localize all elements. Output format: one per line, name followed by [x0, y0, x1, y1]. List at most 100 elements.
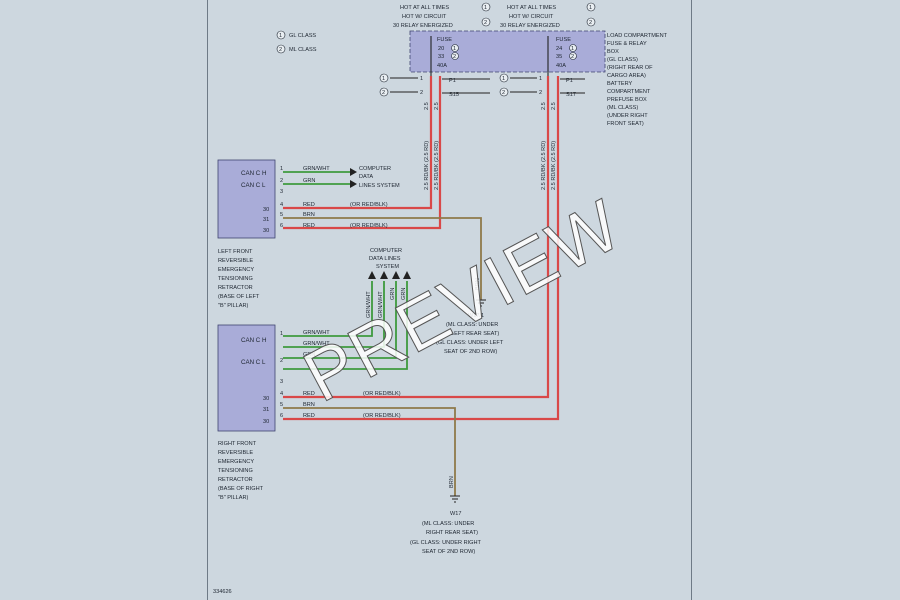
right-desc-5: (BASE OF RIGHT — [218, 486, 264, 492]
left-ground-wire-label: BRN — [475, 278, 481, 290]
legend: 1 GL CLASS 2 ML CLASS — [276, 30, 317, 54]
ground-icon-w171 — [476, 299, 486, 307]
left-desc-4: RETRACTOR — [218, 285, 253, 291]
left-retractor-module — [217, 159, 276, 239]
cdl-mid-line2: DATA LINES — [369, 256, 401, 262]
right-pin-5: 5 — [280, 402, 283, 408]
conn-right-marker-2 — [499, 87, 509, 97]
wire-right-feed-outer — [283, 76, 550, 399]
left-wire-4-color: RED — [303, 202, 315, 208]
fuse-left-marker-2-num: 2 — [453, 54, 456, 60]
wire-left-feed-inner — [283, 76, 442, 230]
legend-marker-1-num: 1 — [279, 33, 282, 39]
right-pin-4: 4 — [280, 391, 283, 397]
fuse-left-marker-2 — [451, 52, 459, 60]
right-desc-4: RETRACTOR — [218, 477, 253, 483]
conn-right-marker-1-num: 1 — [502, 76, 505, 82]
ground-w17-label: W17 (ML CLASS: UNDER RIGHT REAR SEAT) (G… — [410, 511, 482, 555]
ground-w171-line2: LEFT REAR SEAT) — [451, 331, 499, 337]
conn-right-label-1: P1 — [566, 78, 573, 84]
left-wire-6-color: RED — [303, 223, 315, 229]
left-pin-1: 1 — [280, 166, 283, 172]
fuse-left-marker-1-num: 1 — [453, 46, 456, 52]
cdl-mid-line3: SYSTEM — [376, 264, 399, 270]
left-pin-2: 2 — [280, 178, 283, 184]
vlabel-left-1: 2.5 RD/BK (2.5 RD) — [424, 141, 430, 190]
figure-id: 334626 — [213, 589, 232, 595]
right-retractor-pins: 1 2 3 4 5 6 — [280, 331, 283, 419]
vlabel-right-gauge-2: 2.5 — [551, 102, 557, 110]
fuse-box-desc-3: (GL CLASS) — [607, 57, 638, 63]
left-wire-4-alt: (OR RED/BLK) — [350, 202, 388, 208]
fuse-box-desc-10: (UNDER RIGHT — [607, 113, 648, 119]
left-cdl-line2: DATA — [359, 174, 373, 180]
right-desc-2: EMERGENCY — [218, 459, 254, 465]
cdl-mid-arrow-1 — [368, 271, 376, 279]
header-left-marker-1 — [481, 2, 491, 12]
fuse-left: FUSE 20 1 33 2 40A — [430, 36, 459, 76]
ground-w17-id: W17 — [450, 511, 462, 517]
right-wire-1-color: GRN/WHT — [303, 330, 330, 336]
right-desc-3: TENSIONING — [218, 468, 253, 474]
left-desc-6: "B" PILLAR) — [218, 303, 249, 309]
left-wire-5-color: BRN — [303, 212, 315, 218]
fuse-right-marker-2-num: 2 — [571, 54, 574, 60]
conn-left-pin-2: 2 — [420, 90, 423, 96]
right-wire-4-color: RED — [303, 391, 315, 397]
ground-w171-id: W17/1 — [468, 313, 484, 319]
left-retractor-term-31: 31 — [263, 217, 269, 223]
legend-ml-class: ML CLASS — [289, 47, 317, 53]
ground-w17-line3: (GL CLASS: UNDER RIGHT — [410, 540, 482, 546]
left-desc-5: (BASE OF LEFT — [218, 294, 260, 300]
conn-left-marker-1 — [379, 73, 389, 83]
header-right-marker-1 — [586, 2, 596, 12]
fuse-right: FUSE 24 1 35 2 40A — [547, 36, 577, 76]
right-desc-6: "B" PILLAR) — [218, 495, 249, 501]
wire-mid-4 — [283, 281, 408, 370]
fuse-box-desc-6: BATTERY — [607, 81, 633, 87]
fuse-left-label: FUSE — [437, 37, 452, 43]
left-desc-3: TENSIONING — [218, 276, 253, 282]
fuse-box-desc-4: (RIGHT REAR OF — [607, 65, 653, 71]
conn-left-label-2: S15 — [449, 92, 459, 98]
conn-left-marker-1-num: 1 — [382, 76, 385, 82]
cdl-mid-v4: GRN — [401, 288, 407, 300]
legend-marker-1 — [276, 30, 286, 40]
fuse-box-desc-2: BOX — [607, 49, 619, 55]
fuse-box-desc-5: CARGO AREA) — [607, 73, 646, 79]
right-wire-3-color: GRN — [303, 352, 315, 358]
right-ground-wire-label: BRN — [449, 476, 455, 488]
arrow-left-can-h — [350, 168, 357, 176]
left-retractor-description: LEFT FRONT REVERSIBLE EMERGENCY TENSIONI… — [218, 249, 260, 309]
conn-right-marker-1 — [499, 73, 509, 83]
left-desc-0: LEFT FRONT — [218, 249, 253, 255]
left-wire-6-alt: (OR RED/BLK) — [350, 223, 388, 229]
header-left-marker-2-num: 2 — [484, 20, 487, 26]
right-retractor-term-31: 31 — [263, 407, 269, 413]
conn-left-marker-2 — [379, 87, 389, 97]
fuse-right-marker-2 — [569, 52, 577, 60]
vlabel-right-1: 2.5 RD/BK (2.5 RD) — [541, 141, 547, 190]
conn-left-pin-1: 1 — [420, 76, 423, 82]
header-right-line2: HOT W/ CIRCUIT — [509, 14, 554, 20]
conn-right-leaders — [560, 78, 585, 94]
left-pin-3: 3 — [280, 189, 283, 195]
left-cdl-line1: COMPUTER — [359, 166, 391, 172]
ground-w171-line1: (ML CLASS: UNDER — [446, 322, 498, 328]
ground-w171-line4: SEAT OF 2ND ROW) — [444, 349, 497, 355]
header-right-marker-2-num: 2 — [589, 20, 592, 26]
header-left: HOT AT ALL TIMES 1 HOT W/ CIRCUIT 30 REL… — [393, 2, 491, 29]
left-cdl-line3: LINES SYSTEM — [359, 183, 400, 189]
cdl-mid: COMPUTER DATA LINES SYSTEM GRN/WHT GRN/W… — [366, 248, 411, 318]
conn-right-pin-2: 2 — [539, 90, 542, 96]
fuse-right-label: FUSE — [556, 37, 571, 43]
ground-w17-line4: SEAT OF 2ND ROW) — [422, 549, 475, 555]
header-right-marker-2 — [586, 17, 596, 27]
right-wire-6-color: RED — [303, 413, 315, 419]
legend-gl-class: GL CLASS — [289, 33, 316, 39]
header-right-line1: HOT AT ALL TIMES — [507, 5, 556, 11]
fuse-left-amps: 40A — [437, 63, 447, 69]
right-retractor-description: RIGHT FRONT REVERSIBLE EMERGENCY TENSION… — [218, 441, 264, 501]
connectors-right: 1 1 2 2 P1 S17 — [499, 73, 585, 98]
header-left-line2: HOT W/ CIRCUIT — [402, 14, 447, 20]
